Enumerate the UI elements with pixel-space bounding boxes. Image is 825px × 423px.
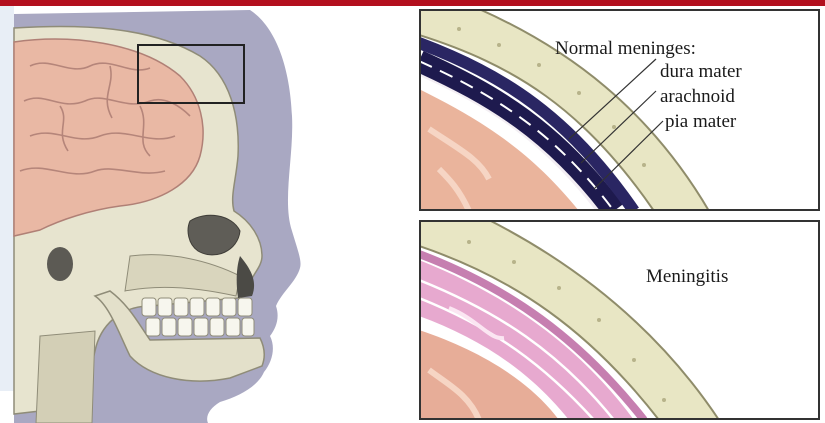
cervical-spine [36,331,95,423]
label-arachnoid: arachnoid [660,86,735,107]
head-skull-illustration [0,6,410,423]
meningitis-title: Meningitis [646,266,728,287]
label-pia-mater: pia mater [665,111,737,132]
ear-canal [47,247,73,281]
normal-meninges-inset: Normal meninges: dura mater arachnoid pi… [419,9,820,211]
label-dura-mater: dura mater [660,61,742,82]
normal-meninges-title: Normal meninges: [555,38,696,59]
upper-teeth [142,298,252,316]
meningitis-inset: Meningitis [419,220,820,420]
lower-teeth [146,318,254,336]
